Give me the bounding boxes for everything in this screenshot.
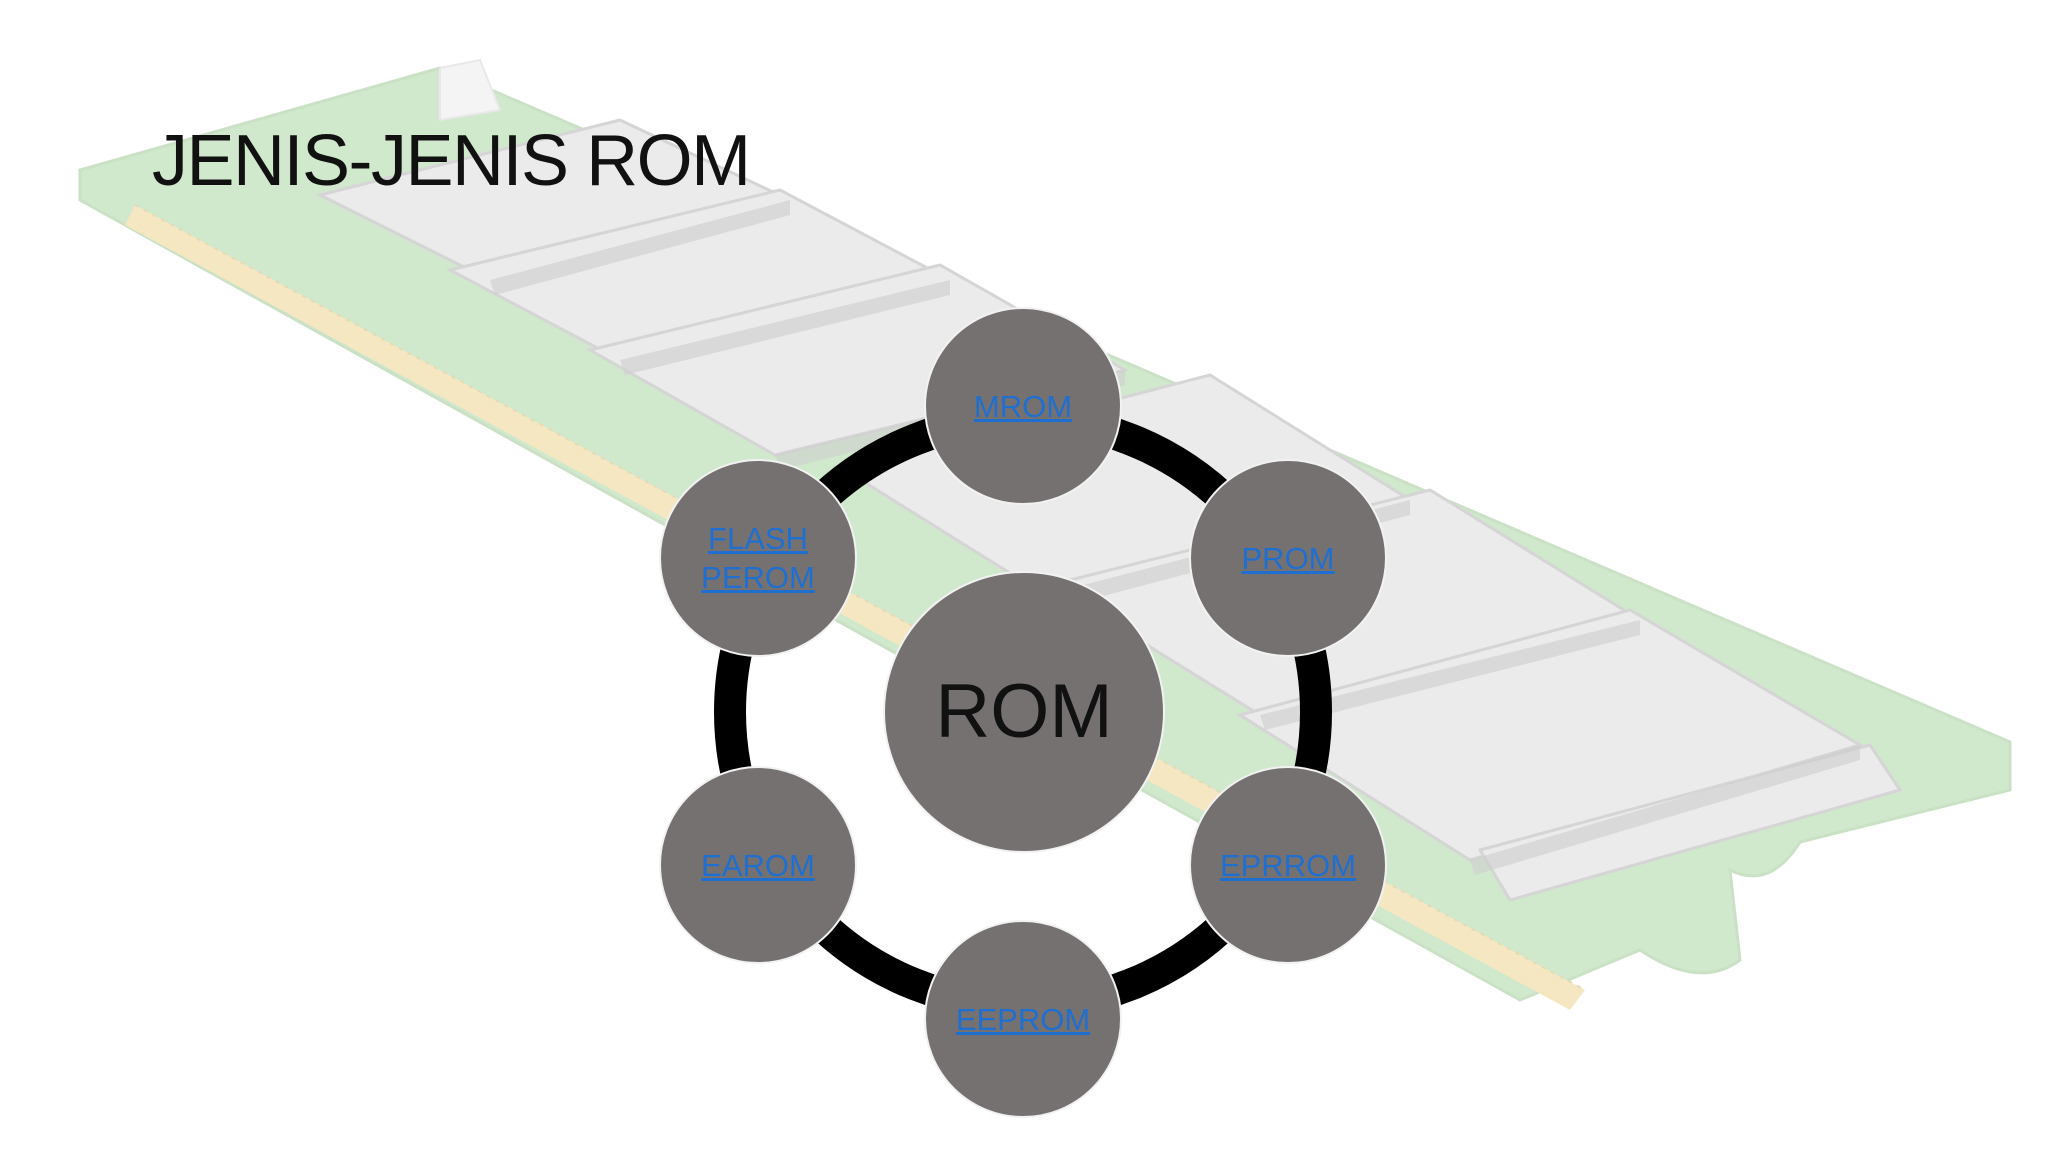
node-eprrom: EPRROM (1189, 766, 1387, 964)
node-earom: EAROM (659, 766, 857, 964)
node-prom: PROM (1189, 459, 1387, 657)
ram-chip (1236, 608, 1864, 862)
center-label: ROM (935, 669, 1113, 754)
node-eeprom: EEPROM (924, 920, 1122, 1118)
mrom-link[interactable]: MROM (973, 388, 1073, 424)
ram-chip (1477, 743, 1903, 902)
flash-perom-link[interactable]: FLASH PEROM (701, 521, 815, 595)
eprrom-link[interactable]: EPRROM (1219, 847, 1357, 883)
node-mrom: MROM (924, 307, 1122, 505)
node-center-rom: ROM (883, 571, 1165, 853)
earom-link[interactable]: EAROM (701, 847, 815, 883)
node-flash-perom: FLASH PEROM (659, 459, 857, 657)
eeprom-link[interactable]: EEPROM (955, 1001, 1091, 1037)
slide-title: JENIS-JENIS ROM (152, 121, 751, 201)
prom-link[interactable]: PROM (1241, 540, 1335, 576)
